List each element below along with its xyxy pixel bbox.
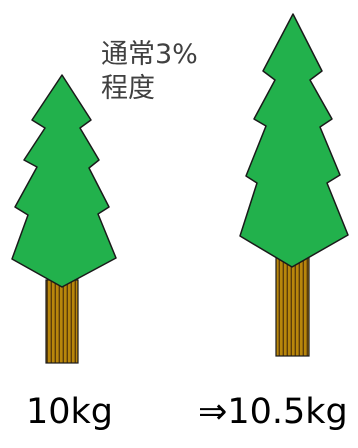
weight-before-label: 10kg [26,392,114,432]
weight-after-label: ⇒10.5kg [198,392,348,432]
annotation-line-2: 程度 [101,73,155,104]
annotation-line-1: 通常3% [101,39,198,70]
small-tree-foliage [11,74,117,288]
large-tree-foliage [239,13,349,268]
growth-rate-annotation: 通常3% 程度 [101,38,198,106]
small-tree-trunk [45,279,79,364]
large-tree-icon [239,13,349,357]
small-tree-icon [11,74,117,364]
